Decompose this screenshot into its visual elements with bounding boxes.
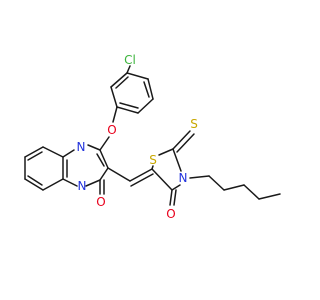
molecule-structure: Cl O N N O S S N O [24,53,281,221]
bridgehead-nitrogen-atom: N [78,179,87,193]
ring-nitrogen-atom: N [77,140,86,154]
thiazolidinone-oxygen-atom: O [166,207,175,221]
thione-sulfur-atom: S [190,117,198,131]
chlorine-atom: Cl [124,53,136,67]
bonds [24,65,281,206]
thiazolidine-nitrogen-atom: N [179,171,188,185]
atom-labels: Cl O N N O S S N O [77,53,198,221]
ring-sulfur-atom: S [149,153,157,167]
ether-oxygen-atom: O [107,123,116,137]
pyrimidinone-oxygen-atom: O [96,195,105,209]
